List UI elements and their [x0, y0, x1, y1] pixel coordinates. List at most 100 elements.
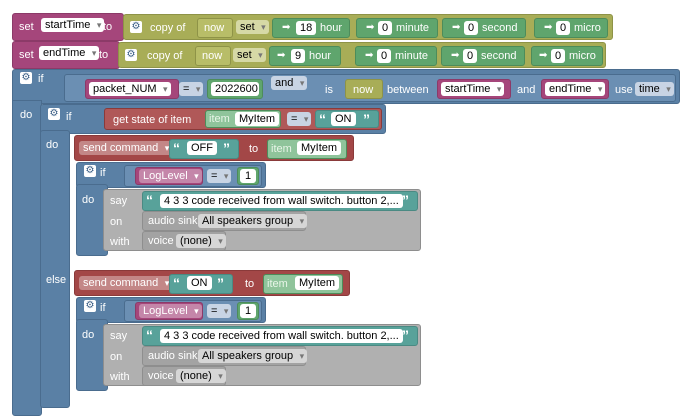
micro-field[interactable]: 0 — [556, 21, 570, 35]
hour-field[interactable]: 18 — [296, 21, 316, 35]
send-command-dropdown[interactable]: send command — [79, 141, 173, 155]
audio-sink-dropdown[interactable]: All speakers group — [198, 214, 308, 228]
gear-icon[interactable]: ⚙ — [130, 21, 142, 33]
say-text-field[interactable]: 4 3 3 code received from wall switch. bu… — [160, 329, 403, 343]
send-command-block[interactable]: send command “ ON ” to item MyItem — [74, 270, 350, 296]
gear-icon[interactable]: ⚙ — [84, 300, 96, 312]
send-command-dropdown[interactable]: send command — [79, 276, 173, 290]
second-unit-label: second — [481, 50, 517, 62]
number-field[interactable]: 1 — [240, 304, 256, 318]
and-label: and — [517, 84, 536, 96]
on-label: on — [110, 351, 123, 363]
arrow-right-icon: ➡ — [282, 22, 291, 33]
second-unit-label: second — [482, 22, 518, 34]
set-label: set — [19, 49, 34, 61]
voice-dropdown[interactable]: (none) — [176, 369, 226, 383]
starttime-variable-dropdown[interactable]: startTime — [41, 18, 105, 32]
and-condition-block[interactable]: packet_NUM = 2022600 and is now between … — [64, 74, 676, 102]
voice-dropdown[interactable]: (none) — [176, 234, 226, 248]
text-field[interactable]: ON — [187, 276, 212, 290]
endtime-variable-dropdown[interactable]: endTime — [39, 46, 100, 60]
gear-icon[interactable]: ⚙ — [84, 165, 96, 177]
if-label: if — [66, 111, 72, 123]
arrow-right-icon: ➡ — [451, 50, 460, 61]
quote-icon: “ — [173, 140, 180, 156]
number-field[interactable]: 1 — [240, 169, 256, 183]
do-label: do — [46, 139, 59, 151]
micro-block[interactable] — [534, 18, 608, 38]
text-field[interactable]: ON — [331, 112, 356, 126]
say-block[interactable]: say on with “ 4 3 3 code received from w… — [103, 324, 421, 386]
and-operator-dropdown[interactable]: and — [271, 76, 308, 90]
second-block[interactable] — [441, 46, 525, 66]
hour-block[interactable] — [269, 46, 341, 66]
micro-field[interactable]: 0 — [551, 49, 565, 63]
gear-icon[interactable]: ⚙ — [20, 72, 32, 84]
with-label: with — [110, 236, 130, 248]
if-loglevel-block-spine — [76, 184, 108, 256]
get-state-block[interactable]: get state of item item MyItem = “ ON ” — [104, 108, 382, 130]
arrow-right-icon: ➡ — [539, 50, 548, 61]
gear-icon[interactable]: ⚙ — [48, 108, 60, 120]
copy-of-date-block[interactable]: ⚙ copy of now set ➡ 18 hour ➡ 0 minute ➡… — [123, 14, 613, 40]
set-starttime-block[interactable]: set startTime to — [12, 13, 124, 41]
voice-label: voice — [148, 235, 174, 247]
micro-block[interactable] — [531, 46, 603, 66]
compare-block[interactable]: LogLevel = 1 — [124, 165, 262, 187]
send-command-block[interactable]: send command “ OFF ” to item MyItem — [74, 135, 354, 161]
text-field[interactable]: OFF — [187, 141, 217, 155]
between-label: between — [387, 84, 429, 96]
audio-sink-dropdown[interactable]: All speakers group — [198, 349, 308, 363]
loglevel-dropdown[interactable]: LogLevel — [139, 169, 202, 183]
minute-field[interactable]: 0 — [378, 21, 392, 35]
set-operation-dropdown[interactable]: set — [233, 48, 266, 62]
starttime-dropdown[interactable]: startTime — [441, 82, 505, 96]
say-text-field[interactable]: 4 3 3 code received from wall switch. bu… — [160, 194, 403, 208]
minute-block[interactable] — [356, 18, 438, 38]
set-endtime-block[interactable]: set endTime to — [12, 41, 120, 69]
minute-field[interactable]: 0 — [377, 49, 391, 63]
say-block[interactable]: say on with “ 4 3 3 code received from w… — [103, 189, 421, 251]
packet-num-dropdown[interactable]: packet_NUM — [89, 82, 171, 96]
to-label: to — [245, 278, 255, 290]
use-label: use — [615, 84, 633, 96]
now-block[interactable] — [195, 46, 231, 66]
loglevel-dropdown[interactable]: LogLevel — [139, 304, 202, 318]
if-label: if — [100, 302, 106, 314]
endtime-dropdown[interactable]: endTime — [545, 82, 606, 96]
audio-sink-label: audio sink — [148, 350, 198, 362]
copy-of-date-block[interactable]: ⚙ copy of now set ➡ 9 hour ➡ 0 minute ➡ … — [118, 42, 606, 68]
second-field[interactable]: 0 — [464, 21, 478, 35]
second-field[interactable]: 0 — [463, 49, 477, 63]
if-label: if — [38, 73, 44, 85]
time-unit-dropdown[interactable]: time — [635, 82, 674, 96]
item-name-field[interactable]: MyItem — [297, 141, 342, 155]
gear-icon[interactable]: ⚙ — [125, 49, 137, 61]
get-state-label: get state of item — [113, 114, 192, 126]
copy-of-label: copy of — [147, 50, 183, 62]
equals-operator-dropdown[interactable]: = — [179, 82, 204, 96]
hour-unit-label: hour — [309, 50, 332, 62]
equals-operator-dropdown[interactable]: = — [207, 304, 232, 318]
now-label: now — [202, 50, 223, 62]
now-block[interactable] — [345, 79, 383, 99]
audio-sink-label: audio sink — [148, 215, 198, 227]
second-block[interactable] — [442, 18, 526, 38]
equals-operator-dropdown[interactable]: = — [207, 169, 232, 183]
item-name-field[interactable]: MyItem — [235, 112, 280, 126]
if-else-block-spine — [40, 130, 70, 408]
equals-operator-dropdown[interactable]: = — [287, 112, 312, 126]
compare-block[interactable]: LogLevel = 1 — [124, 300, 262, 322]
now-block[interactable] — [197, 18, 233, 38]
hour-field[interactable]: 9 — [291, 49, 305, 63]
set-operation-dropdown[interactable]: set — [236, 20, 269, 34]
minute-unit-label: minute — [395, 50, 429, 62]
now-label: now — [353, 84, 374, 96]
do-label: do — [82, 329, 95, 341]
number-field[interactable]: 2022600 — [211, 82, 259, 96]
arrow-right-icon: ➡ — [452, 22, 461, 33]
minute-block[interactable] — [355, 46, 437, 66]
item-name-field[interactable]: MyItem — [295, 276, 340, 290]
with-label: with — [110, 371, 130, 383]
quote-icon: ” — [363, 111, 370, 127]
